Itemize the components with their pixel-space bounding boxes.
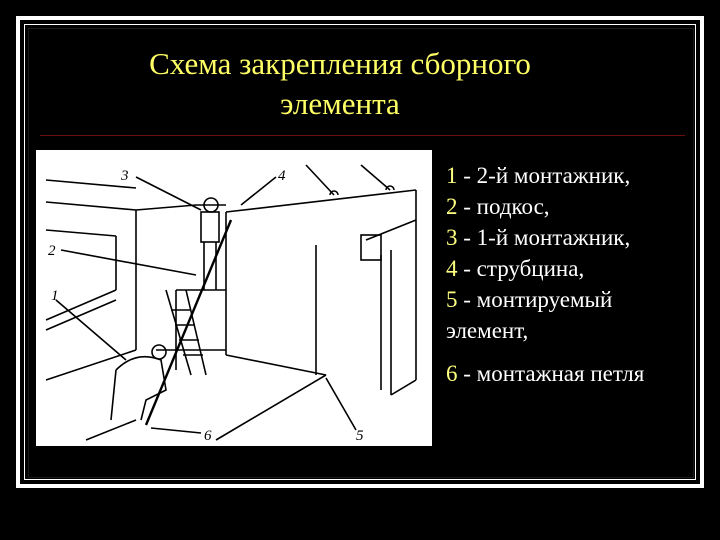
title-divider [40, 135, 685, 136]
legend-item-3: 3 - 1-й монтажник, [446, 225, 631, 250]
slide-frame-outer [16, 16, 704, 488]
label-5: 5 [356, 428, 364, 444]
diagram-drawing-icon: 3 4 2 1 5 6 [45, 164, 417, 444]
label-3: 3 [120, 168, 129, 184]
slide-frame-inner [24, 24, 696, 480]
legend-item-6: 6 - монтажная петля [446, 361, 645, 386]
slide-title: Схема закрепления сборного элемента [40, 44, 640, 124]
title-line-1: Схема закрепления сборного [149, 46, 531, 81]
legend-item-5: 5 - монтируемый [446, 287, 613, 312]
label-4: 4 [278, 168, 286, 184]
label-1: 1 [51, 288, 59, 304]
legend-gap [446, 346, 696, 358]
legend-list: 1 - 2-й монтажник, 2 - подкос, 3 - 1-й м… [446, 160, 696, 389]
legend-item-1: 1 - 2-й монтажник, [446, 163, 631, 188]
legend-item-2: 2 - подкос, [446, 194, 550, 219]
slide-frame-shadow [28, 28, 694, 478]
legend-item-5-cont: элемент, [446, 318, 529, 343]
legend-item-4: 4 - струбцина, [446, 256, 585, 281]
installation-diagram: 3 4 2 1 5 6 [36, 150, 432, 446]
label-2: 2 [48, 243, 56, 259]
title-line-2: элемента [280, 86, 400, 121]
label-6: 6 [204, 428, 212, 444]
